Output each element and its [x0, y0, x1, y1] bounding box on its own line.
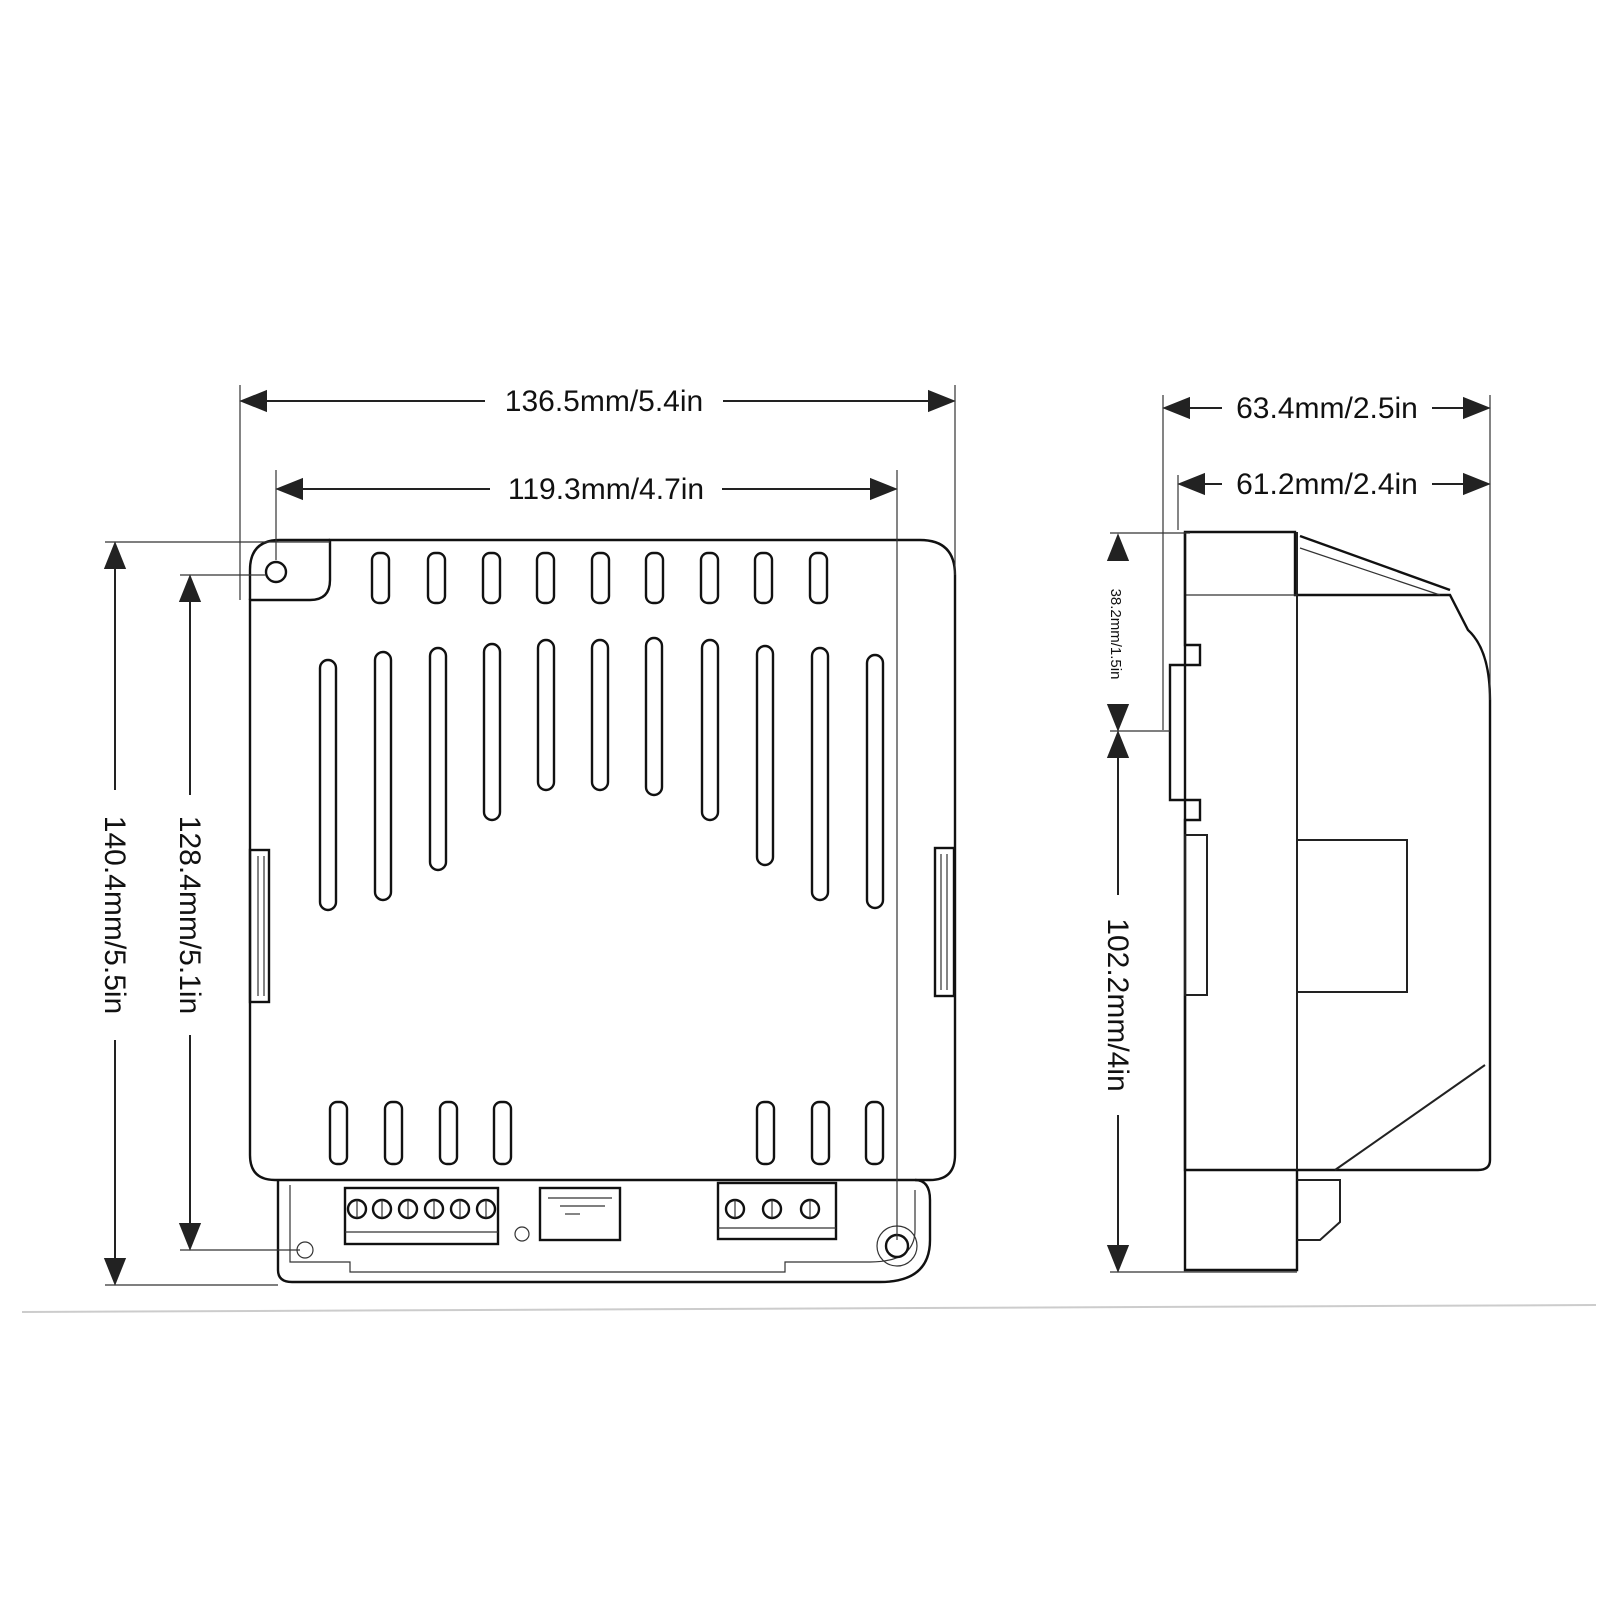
mounting-hole-top-left [264, 560, 288, 584]
label-front-hole-height: 128.4mm/5.1in [173, 816, 206, 1014]
long-slot-7 [644, 636, 664, 797]
long-slot-2 [373, 650, 393, 902]
label-front-total-width: 136.5mm/5.4in [505, 385, 703, 418]
top-slot-6 [644, 551, 665, 605]
side-body-outline [1183, 530, 1492, 1172]
side-clip-right [933, 846, 956, 998]
label-side-upper-height: 38.2mm/1.5in [1107, 589, 1124, 680]
long-slot-5 [536, 638, 556, 792]
side-clip-left [248, 848, 271, 1004]
bottom-slot-4 [492, 1100, 513, 1166]
din-rail-clip [1168, 532, 1202, 1170]
screw-center [514, 1226, 530, 1242]
long-slot-4 [482, 642, 502, 822]
side-bottom-bevel [1334, 1064, 1486, 1171]
side-view [1168, 530, 1492, 1272]
label-side-total-depth: 63.4mm/2.5in [1236, 392, 1418, 425]
front-view [248, 538, 957, 1284]
top-slot-9 [808, 551, 829, 605]
bottom-slot-6 [810, 1100, 831, 1166]
side-top-bevel [1299, 534, 1451, 592]
label-plate [538, 1186, 622, 1242]
long-slot-1 [318, 658, 338, 912]
top-slot-8 [753, 551, 774, 605]
side-panel [1296, 839, 1408, 993]
top-slot-7 [699, 551, 720, 605]
label-side-body-depth: 61.2mm/2.4in [1236, 468, 1418, 501]
terminal-screws [346, 1198, 821, 1220]
long-slot-8 [700, 638, 720, 822]
long-slot-9 [755, 644, 775, 867]
label-front-total-height: 140.4mm/5.5in [98, 816, 131, 1014]
bottom-slot-1 [328, 1100, 349, 1166]
top-slot-5 [590, 551, 611, 605]
ventilation-slots [318, 551, 885, 1166]
long-slot-10 [810, 646, 830, 902]
top-slot-1 [370, 551, 391, 605]
long-slot-3 [428, 646, 448, 872]
top-slot-4 [535, 551, 556, 605]
bottom-slot-7 [864, 1100, 885, 1166]
long-slot-6 [590, 638, 610, 792]
top-slot-2 [426, 551, 447, 605]
terminal-housing-outline [276, 1178, 932, 1284]
label-front-hole-width: 119.3mm/4.7in [508, 473, 704, 506]
terminal-block-right [716, 1181, 838, 1241]
mounting-boss-top-left [248, 538, 330, 600]
front-cover-outline [248, 538, 957, 1182]
dimension-labels: 136.5mm/5.4in 119.3mm/4.7in 140.4mm/5.5i… [98, 385, 1418, 1092]
side-bottom-terminal [1183, 1170, 1299, 1272]
bottom-slot-2 [383, 1100, 404, 1166]
dimension-lines [21, 385, 1597, 1313]
top-slot-3 [481, 551, 502, 605]
long-slot-11 [865, 653, 885, 910]
label-side-lower-height: 102.2mm/4in [1101, 918, 1134, 1091]
terminal-block-left [343, 1186, 500, 1246]
bottom-slot-5 [755, 1100, 776, 1166]
bottom-slot-3 [438, 1100, 459, 1166]
baseline-rule [21, 1304, 1597, 1313]
